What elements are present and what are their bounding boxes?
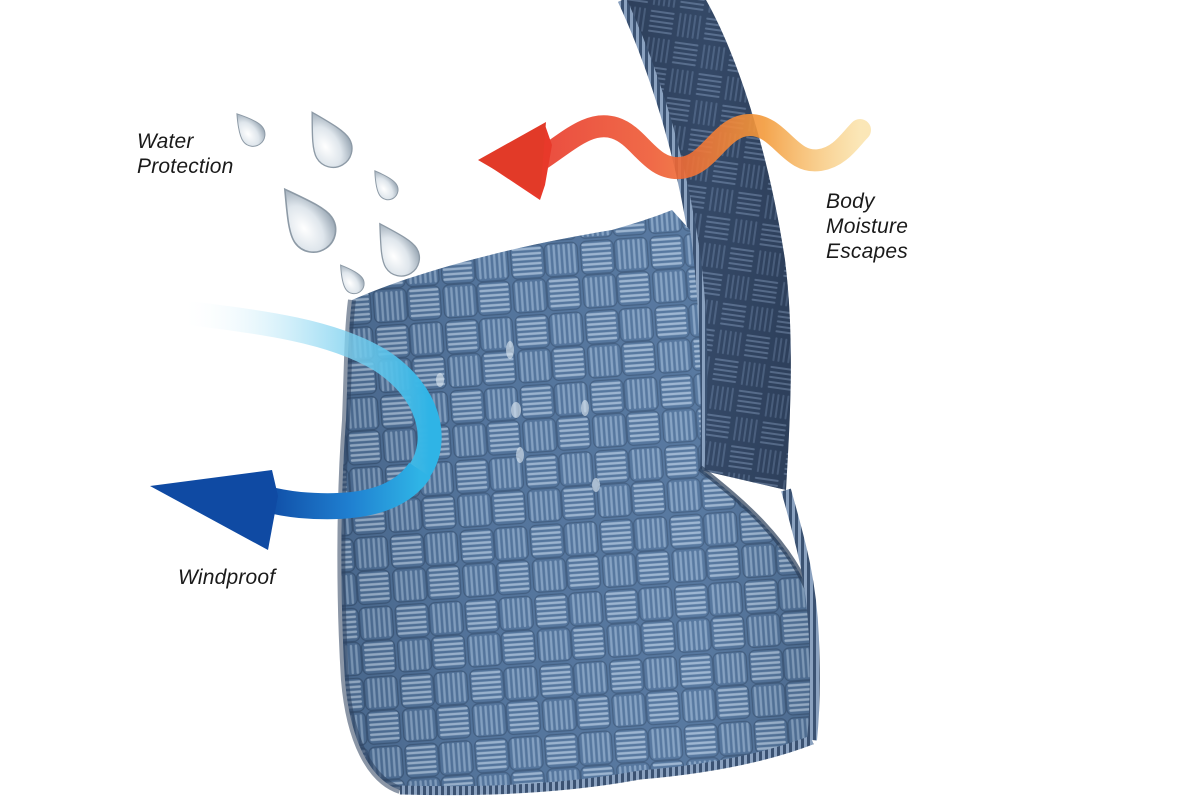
water-protection-label: Water Protection bbox=[137, 129, 234, 179]
water-protection-line-2: Protection bbox=[137, 155, 234, 178]
moisture-arrow-icon bbox=[478, 113, 871, 200]
wind-arrow-icon bbox=[150, 300, 442, 550]
water-droplet-icon bbox=[236, 111, 421, 295]
fabric-water-beads bbox=[436, 341, 600, 492]
body-moisture-line-1: Body bbox=[826, 190, 875, 213]
body-moisture-line-2: Moisture bbox=[826, 215, 909, 238]
water-protection-line-1: Water bbox=[137, 130, 194, 153]
body-moisture-label: Body Moisture Escapes bbox=[826, 189, 908, 264]
fabric-front-panel bbox=[337, 210, 820, 796]
body-moisture-line-3: Escapes bbox=[826, 240, 908, 263]
windproof-label: Windproof bbox=[178, 566, 276, 589]
